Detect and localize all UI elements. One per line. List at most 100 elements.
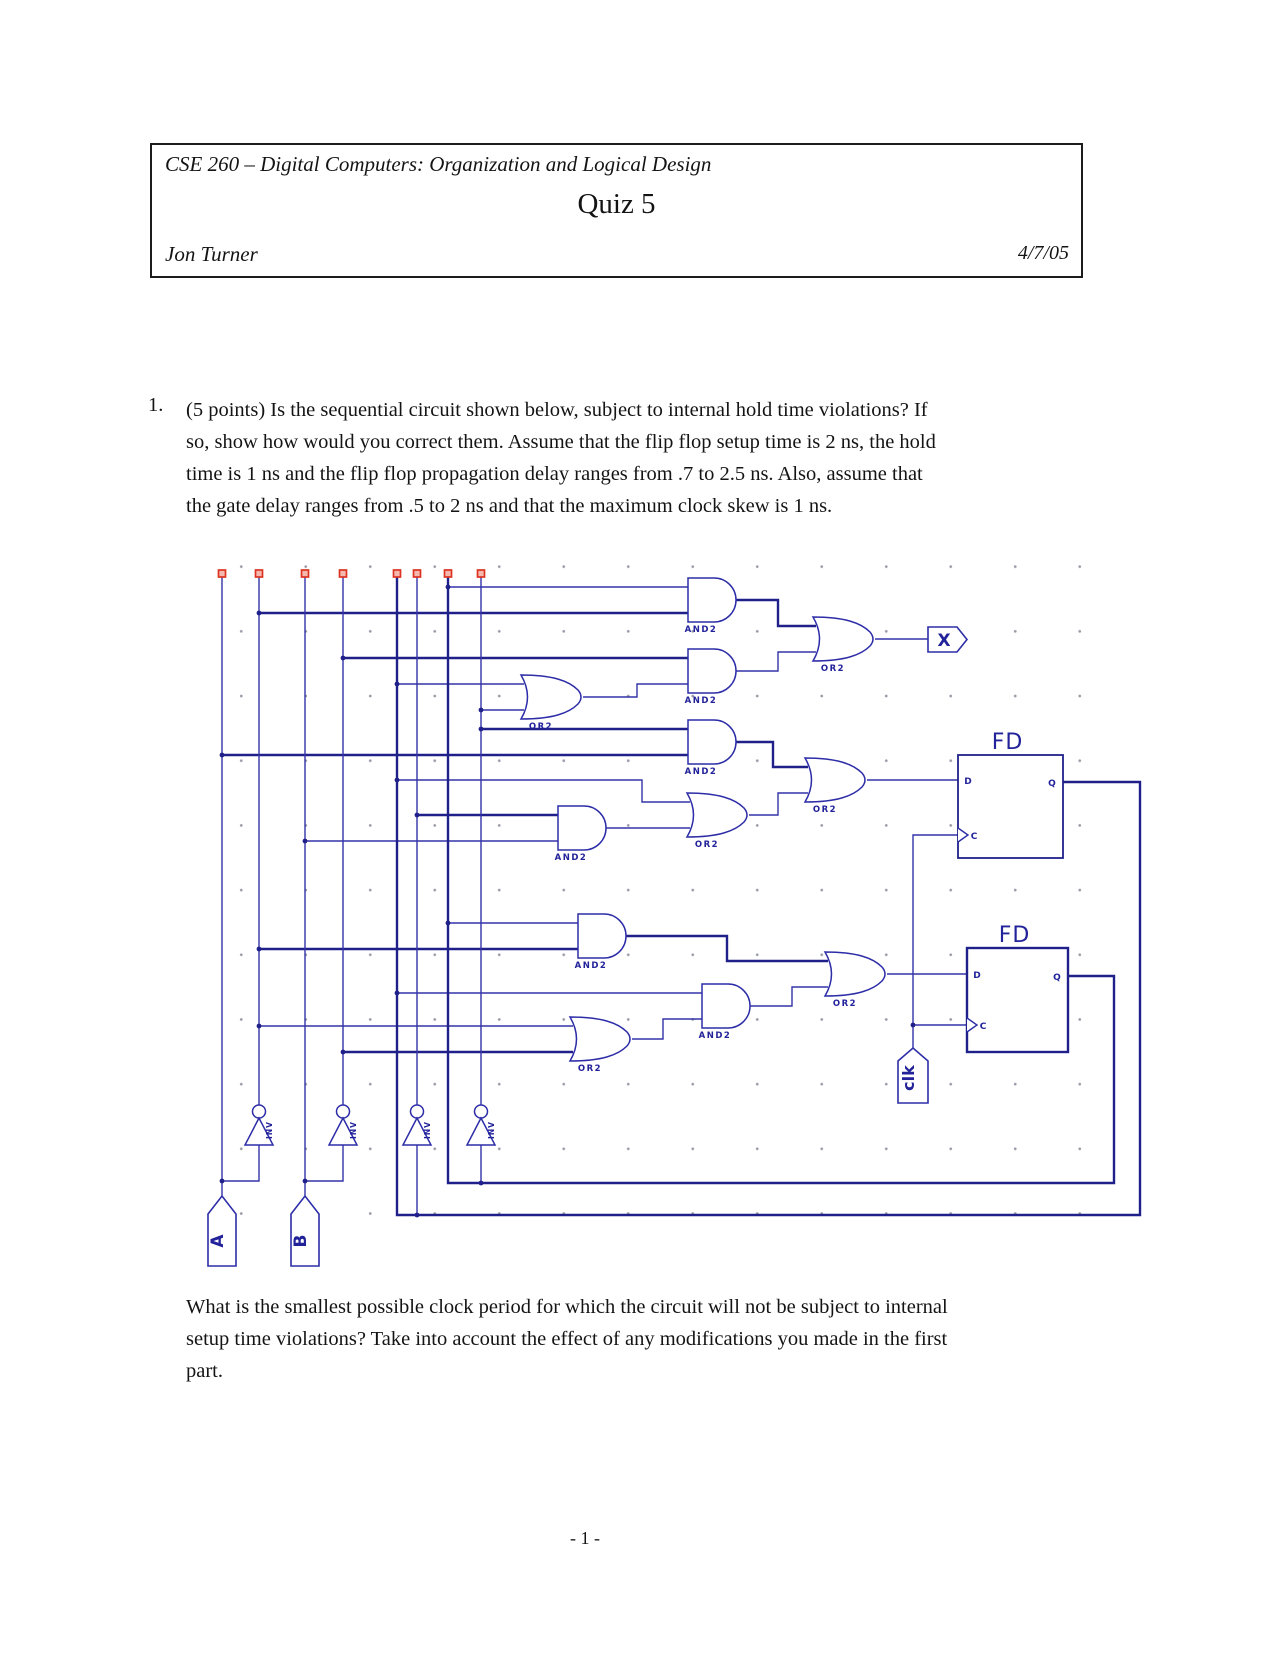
wire-and2-to-or-b [736,651,816,672]
wire-or-c-to-or-d [749,792,808,816]
or2-gate-b [811,616,874,662]
input-marker-a [207,1194,237,1267]
output-marker-x-label: X [937,631,950,651]
junction-dot [478,707,484,713]
followup-text: What is the smallest possible clock peri… [186,1296,948,1382]
and2-gate-4-label: AND2 [555,853,588,863]
or2-gate-c [685,792,748,838]
question-text: (5 points) Is the sequential circuit sho… [186,399,936,517]
junction-dot [256,946,262,952]
junction-dot [256,1023,262,1029]
and2-gate-3 [687,719,737,765]
and2-gate-3-label: AND2 [685,767,718,777]
net-pin-square [338,569,348,578]
fd-flipflop-2-clock-wedge [966,1017,979,1033]
or2-gate-g [568,1016,631,1062]
or2-gate-a-label: OR2 [529,722,553,732]
junction-dot [445,920,451,926]
output-marker-x [927,626,969,653]
and2-gate-1 [687,577,737,623]
wire-or-g-to-and6 [632,1018,702,1040]
header-box: CSE 260 – Digital Computers: Organizatio… [150,143,1083,278]
fd-flipflop-2-label: FD [999,923,1031,948]
wire-or-a-to-and2 [583,683,688,698]
fd-flipflop-1-pin-d: D [964,777,971,787]
net-pin-square [476,569,486,578]
inv-gate-1-label: INV [265,1121,274,1139]
net-pin-square [217,569,227,578]
junction-dot [302,1178,308,1184]
and2-gate-6-label: AND2 [699,1031,732,1041]
or2-gate-f-label: OR2 [833,999,857,1009]
junction-dot [256,610,262,616]
or2-gate-d [803,757,866,803]
wire-fd1-q-feedback [395,577,1142,1217]
fd-flipflop-2-pin-d: D [973,971,980,981]
fd-flipflop-1-clock-wedge [957,827,970,843]
fd-flipflop-1 [957,754,1064,859]
junction-dot [478,726,484,732]
or2-gate-d-label: OR2 [813,805,837,815]
inv-gate-2-bubble [335,1104,351,1119]
or2-gate-b-label: OR2 [821,664,845,674]
inv-gate-4-label: INV [487,1121,496,1139]
or2-gate-g-label: OR2 [578,1064,602,1074]
junction-dot [414,1212,420,1218]
question-number: 1. [148,394,164,416]
inv-gate-1 [243,1116,275,1146]
inv-gate-3-bubble [409,1104,425,1119]
quiz-date: 4/7/05 [1017,242,1069,264]
net-pin-square [254,569,264,578]
junction-dot [910,1022,916,1028]
and2-gate-4 [557,805,607,851]
net-pin-square [412,569,422,578]
wire-inv2-input [305,1145,344,1182]
inv-gate-2-label: INV [349,1121,358,1139]
inv-gate-1-bubble [251,1104,267,1119]
quiz-title: Quiz 5 [577,188,656,220]
page-number: - 1 - [570,1528,600,1548]
junction-dot [340,655,346,661]
and2-gate-5-label: AND2 [575,961,608,971]
junction-dot [302,838,308,844]
inv-gate-3 [401,1116,433,1146]
inv-gate-4-bubble [473,1104,489,1119]
wire-and6-to-or-f [750,986,828,1007]
and2-gate-1-label: AND2 [685,625,718,635]
and2-gate-5 [577,913,627,959]
junction-dot [394,777,400,783]
and2-gate-2 [687,648,737,694]
input-marker-b-label: B [291,1235,311,1248]
fd-flipflop-2-pin-c: C [980,1022,987,1032]
or2-gate-f [823,951,886,997]
input-marker-b [290,1194,320,1267]
wire-fd2-q-feedback [446,577,1116,1185]
clk-marker [897,1046,929,1104]
or2-gate-c-label: OR2 [695,840,719,850]
fd-flipflop-1-pin-q: Q [1048,779,1056,789]
junction-dot [414,812,420,818]
wire-clk-line [912,834,958,1048]
net-pin-square [443,569,453,578]
clk-marker-label: clk [899,1065,918,1091]
or2-gate-a [519,674,582,720]
wire-q1-to-or-c [397,779,690,803]
fd-flipflop-1-pin-c: C [971,832,978,842]
fd-flipflop-2-pin-q: Q [1053,973,1061,983]
inv-gate-4 [465,1116,497,1146]
wire-and1-to-or-b [736,598,816,628]
wire-and5-to-or-f [626,934,828,963]
wire-inv1-input [222,1145,260,1182]
junction-dot [445,584,451,590]
fd-flipflop-1-label: FD [992,730,1024,755]
input-marker-a-label: A [208,1234,228,1248]
and2-gate-6 [701,983,751,1029]
and2-gate-2-label: AND2 [685,696,718,706]
junction-dot [394,990,400,996]
junction-dot [340,1049,346,1055]
junction-dot [478,1180,484,1186]
author-name: Jon Turner [165,242,258,266]
junction-dot [219,752,225,758]
